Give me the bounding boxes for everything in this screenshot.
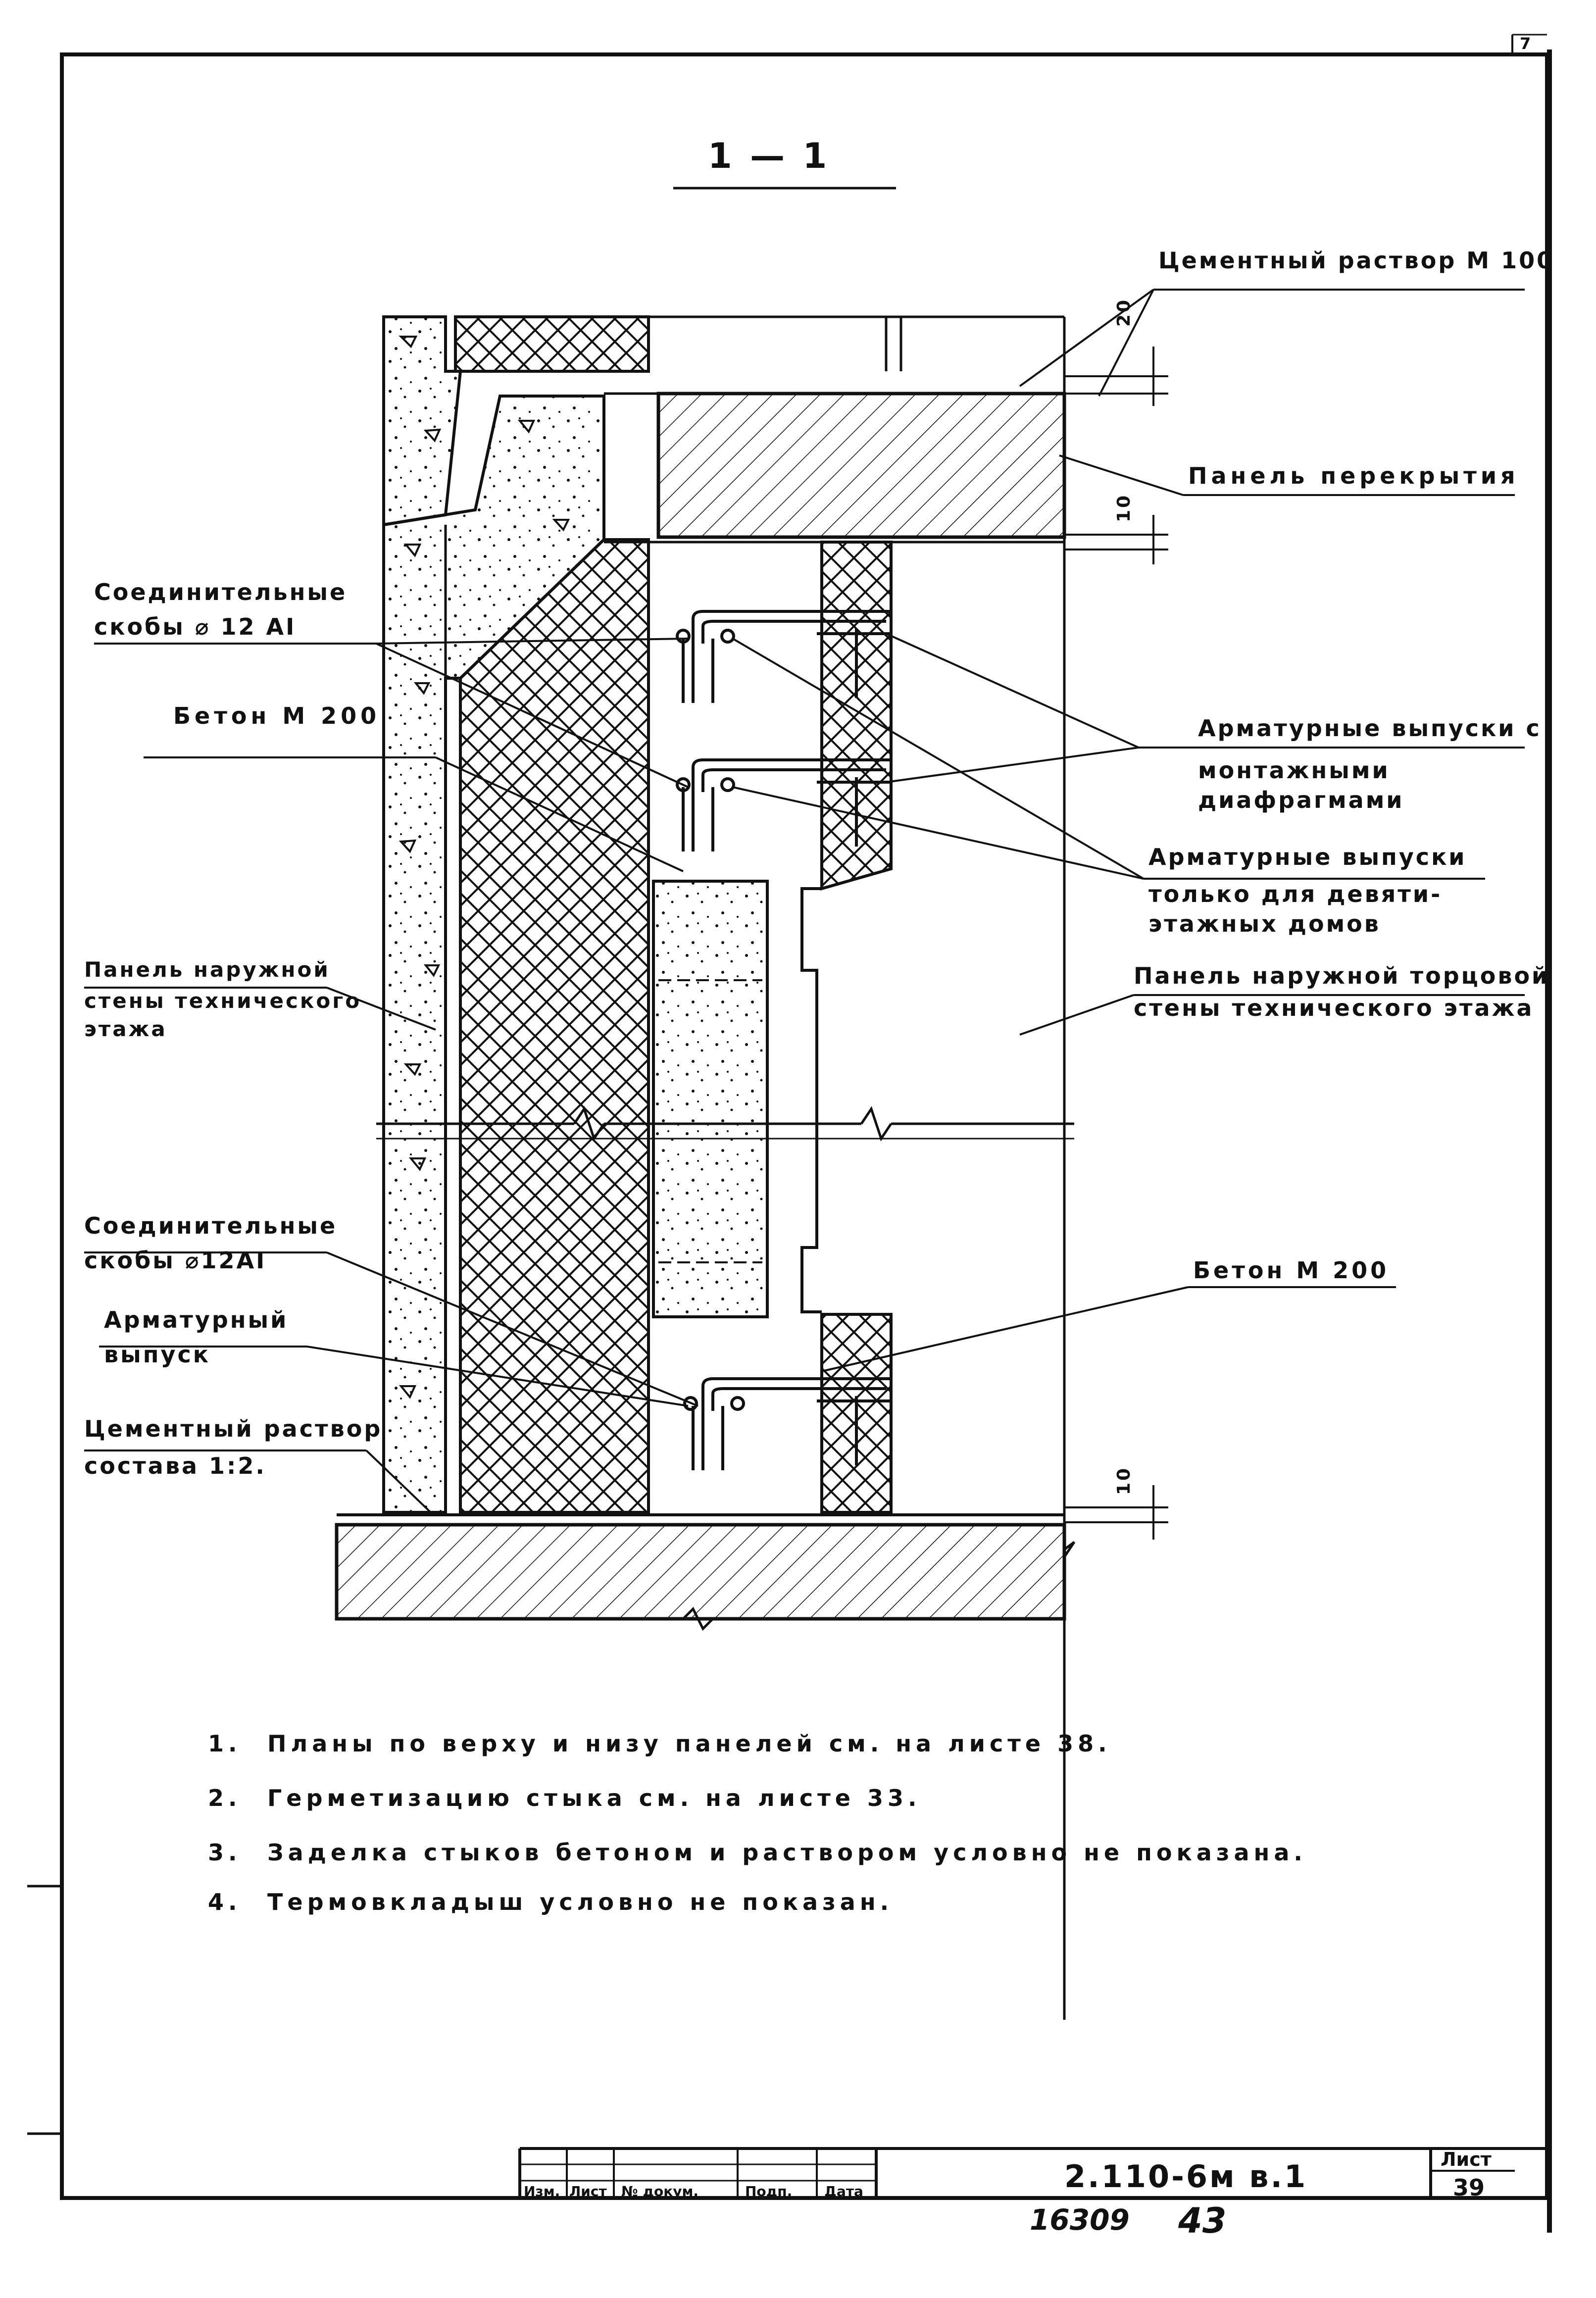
label-rebar-outlets-diaphragms-2: монтажными [1198,757,1390,784]
label-cement-mortar-m100: Цементный раствор М 100 [1158,247,1555,274]
note-1: 1.Планы по верху и низу панелей см. на л… [208,1730,1111,1757]
end-wall-panel-upper [820,541,893,891]
seal-profile [800,887,822,1313]
stamp-page: 43 [1178,2200,1227,2241]
tb-header-sheet: Лист [569,2183,607,2199]
dimension-top-gap: 20 [1114,298,1134,327]
title-block [518,2147,1547,2198]
leader-lines [84,289,1525,1513]
note-3: 3.Заделка стыков бетоном и раствором усл… [208,1839,1307,1866]
section-title: 1 — 1 [708,136,830,176]
label-connecting-brackets-top-1: Соединительные [94,579,348,605]
sheet-label: Лист [1441,2148,1492,2170]
label-rebar-outlets-diaphragms-1: Арматурные выпуски с [1198,715,1542,742]
label-connecting-brackets-bottom-2: скобы ⌀12АI [84,1247,267,1274]
dimension-bottom-gap: 10 [1114,1466,1134,1495]
label-rebar-outlets-diaphragms-3: диафрагмами [1198,787,1404,813]
sheet-number: 39 [1453,2174,1485,2201]
label-rebar-outlets-nine-2: только для девяти- [1148,881,1443,907]
label-cement-mortar-mix-2: состава 1:2. [84,1452,266,1479]
dimension-mid-gap: 10 [1114,493,1134,522]
label-end-wall-panel-2: стены технического этажа [1134,995,1534,1021]
label-rebar-outlets-nine-3: этажных домов [1148,910,1381,937]
tb-header-change: Изм. [524,2183,560,2199]
label-cement-mortar-mix-1: Цементный раствор [84,1415,383,1442]
label-connecting-brackets-top-2: скобы ⌀ 12 АI [94,613,297,640]
stamp-number: 16309 [1030,2203,1130,2237]
margin-ticks [27,1885,62,2135]
label-outer-wall-panel-1: Панель наружной [84,957,330,982]
top-insulation-block [454,315,650,373]
sheet-frame [60,34,1552,2233]
label-outer-wall-panel-2: стены технического [84,989,362,1013]
document-code: 2.110-6м в.1 [1064,2158,1308,2195]
corner-mark: 7 [1520,34,1533,53]
label-end-wall-panel-1: Панель наружной торцовой [1134,962,1550,989]
bottom-slab [335,1513,1076,1631]
label-rebar-outlet-1: Арматурный [104,1306,289,1333]
label-rebar-outlets-nine-1: Арматурные выпуски [1148,844,1467,870]
note-2: 2.Герметизацию стыка см. на листе 33. [208,1785,921,1811]
label-concrete-m200-top: Бетон М 200 [173,702,381,729]
insulation-core [459,538,650,1514]
label-connecting-brackets-bottom-1: Соединительные [84,1212,338,1239]
label-concrete-m200-bottom: Бетон М 200 [1193,1257,1390,1284]
note-4: 4.Термовкладыш условно не показан. [208,1889,894,1915]
tb-header-signature: Подп. [745,2183,793,2199]
floor-panel [656,392,1066,539]
label-rebar-outlet-2: выпуск [104,1341,210,1368]
joint-concrete-block [652,880,769,1318]
tb-header-document: № докум. [621,2183,699,2199]
dimension-marks [1064,347,1168,1540]
tb-header-date: Дата [824,2183,863,2199]
label-floor-panel: Панель перекрытия [1188,462,1519,489]
label-outer-wall-panel-3: этажа [84,1017,167,1041]
break-line [376,1106,1074,1142]
brackets-upper [676,610,891,851]
brackets-lower [683,1377,891,1470]
